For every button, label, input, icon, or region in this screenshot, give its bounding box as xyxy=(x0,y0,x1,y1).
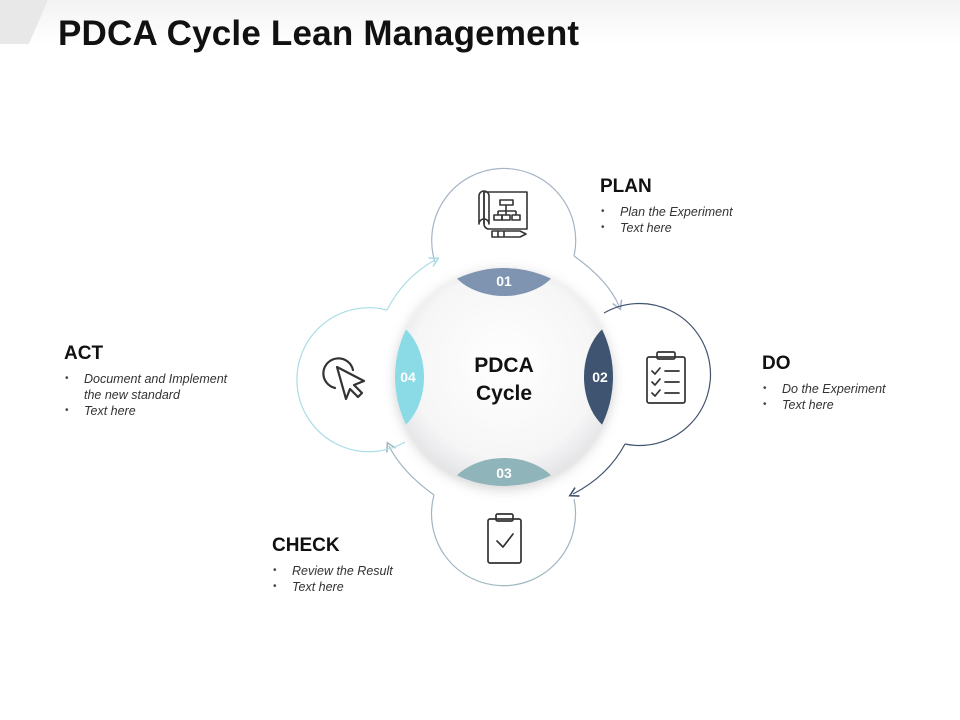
act-arrow xyxy=(386,257,440,311)
check-arrow xyxy=(386,441,435,496)
segment-01-number: 01 xyxy=(496,273,512,289)
plan-ring xyxy=(431,167,577,263)
act-bullet-1: Document and Implement the new standard xyxy=(64,371,244,403)
cursor-pointer-icon xyxy=(322,357,366,401)
do-bullet-1: Do the Experiment xyxy=(762,381,942,397)
check-bullet-1: Review the Result xyxy=(272,563,452,579)
clipboard-check-icon xyxy=(487,513,522,564)
plan-bullet-1: Plan the Experiment xyxy=(600,204,800,220)
page-title: PDCA Cycle Lean Management xyxy=(58,14,580,53)
checklist-icon xyxy=(646,351,686,404)
do-heading: DO xyxy=(762,353,791,374)
do-arrow xyxy=(568,443,626,497)
segment-03-number: 03 xyxy=(496,465,512,481)
segment-02 xyxy=(584,319,613,435)
center-label-line1: PDCA xyxy=(474,354,534,377)
act-ring xyxy=(296,307,406,453)
segment-04-number: 04 xyxy=(400,369,416,385)
do-bullet-2: Text here xyxy=(762,397,942,413)
plan-label-block: PLAN Plan the Experiment Text here xyxy=(600,176,800,236)
segment-04 xyxy=(395,319,424,435)
center-label-line2: Cycle xyxy=(476,382,532,405)
center-disc xyxy=(395,268,613,486)
segment-03 xyxy=(446,458,562,486)
do-label-block: DO Do the Experiment Text here xyxy=(762,353,942,413)
segment-01 xyxy=(446,268,562,296)
segment-02-number: 02 xyxy=(592,369,608,385)
do-ring xyxy=(603,302,712,447)
header-band xyxy=(0,0,960,44)
plan-heading: PLAN xyxy=(600,176,652,197)
check-bullet-2: Text here xyxy=(272,579,452,595)
plan-arrow xyxy=(573,255,623,311)
act-bullet-2: Text here xyxy=(64,403,244,419)
blueprint-icon xyxy=(478,190,528,238)
check-label-block: CHECK Review the Result Text here xyxy=(272,535,452,595)
act-label-block: ACT Document and Implement the new stand… xyxy=(64,343,244,419)
check-ring xyxy=(430,494,577,587)
check-heading: CHECK xyxy=(272,535,340,556)
act-heading: ACT xyxy=(64,343,104,364)
plan-bullet-2: Text here xyxy=(600,220,800,236)
